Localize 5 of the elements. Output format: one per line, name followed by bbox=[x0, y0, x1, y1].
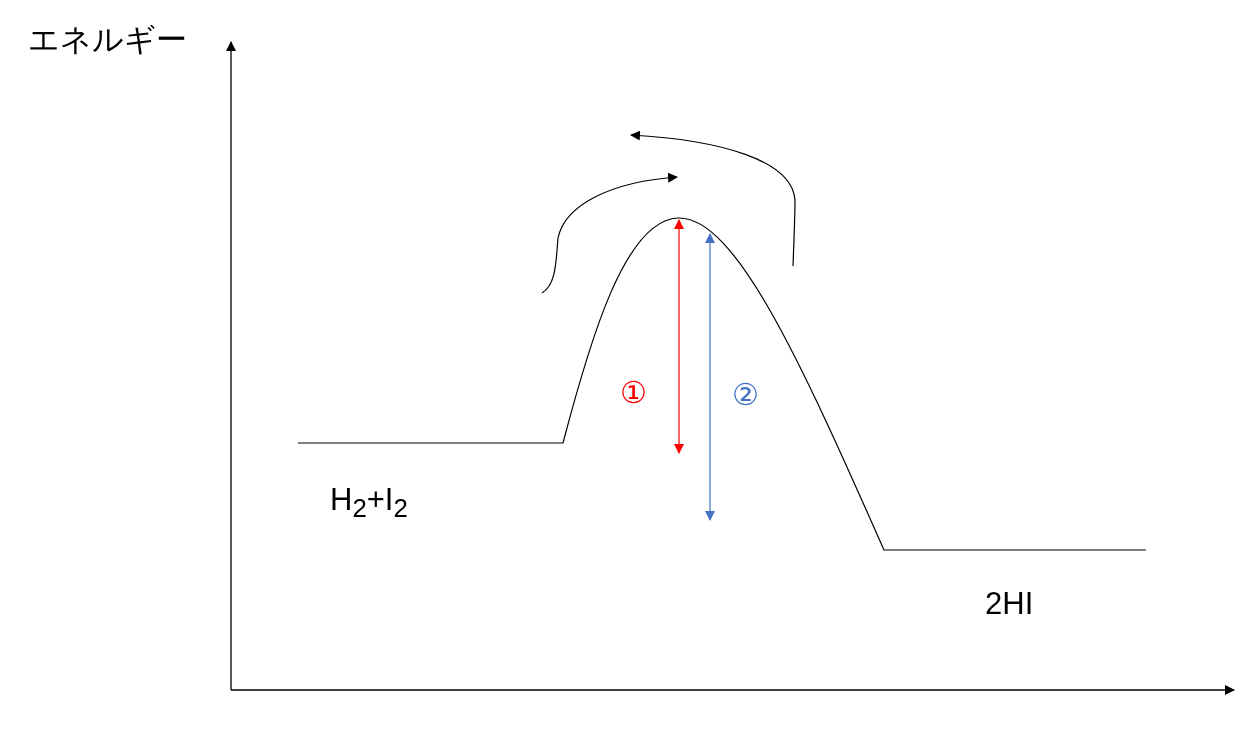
reactant-label: H$_{2}$+I$_{2}$ bbox=[330, 484, 408, 522]
marker-label: ② bbox=[732, 380, 759, 410]
marker-label: ① bbox=[620, 378, 647, 408]
product-label: 2HI bbox=[985, 588, 1034, 619]
axis-label: エネルギー bbox=[28, 24, 187, 55]
